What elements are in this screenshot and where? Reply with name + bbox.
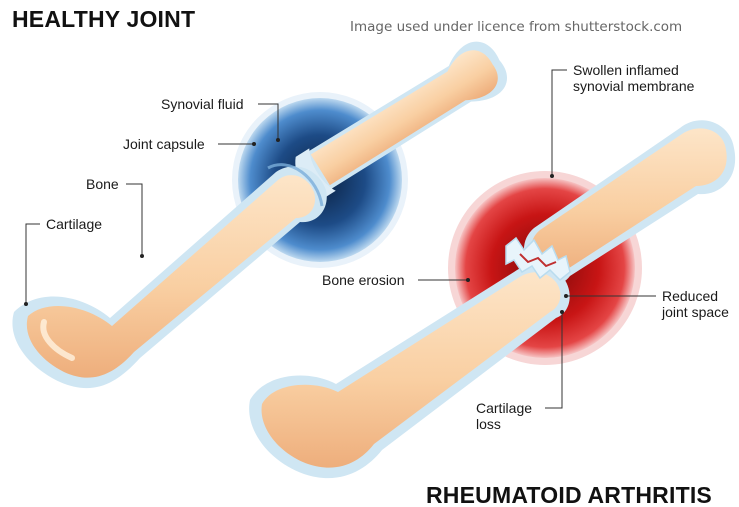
swollen-membrane-line2: synovial membrane <box>573 78 694 94</box>
healthy-lower-bone <box>12 166 326 388</box>
healthy-joint-title: HEALTHY JOINT <box>12 6 195 33</box>
reduced-joint-space-line2: joint space <box>662 304 729 320</box>
bone-label: Bone <box>86 176 119 192</box>
cartilage-loss-line1: Cartilage <box>476 400 532 416</box>
bone-erosion-label: Bone erosion <box>322 272 405 288</box>
watermark: Image used under licence from shuttersto… <box>350 19 682 35</box>
reduced-joint-space-label: Reduced joint space <box>662 288 729 320</box>
cartilage-label: Cartilage <box>46 216 102 232</box>
cartilage-loss-line2: loss <box>476 416 532 432</box>
swollen-membrane-line1: Swollen inflamed <box>573 62 694 78</box>
synovial-fluid-label: Synovial fluid <box>161 96 244 112</box>
joint-capsule-label: Joint capsule <box>123 136 205 152</box>
reduced-joint-space-line1: Reduced <box>662 288 729 304</box>
ra-lower-bone <box>249 265 570 478</box>
cartilage-loss-label: Cartilage loss <box>476 400 532 432</box>
rheumatoid-arthritis-title: RHEUMATOID ARTHRITIS <box>426 482 712 507</box>
swollen-membrane-label: Swollen inflamed synovial membrane <box>573 62 694 94</box>
